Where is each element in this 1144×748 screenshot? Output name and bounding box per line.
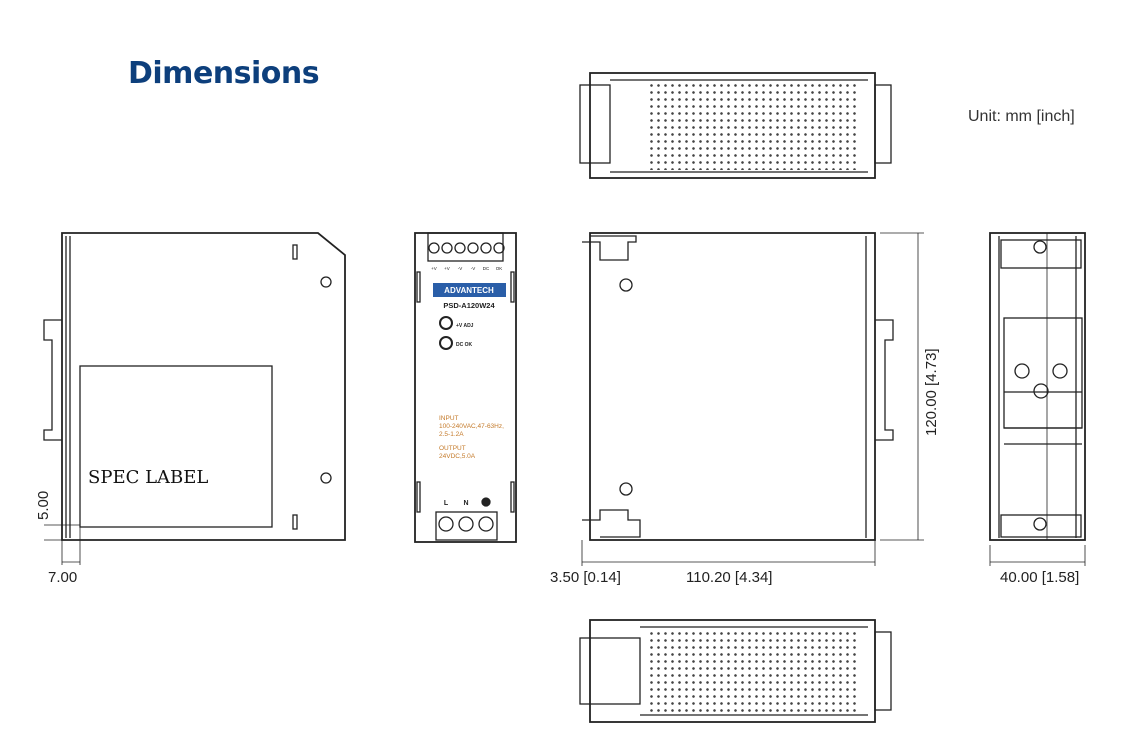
adjust-knob-icon — [439, 316, 453, 330]
top-view — [579, 72, 892, 179]
model-text: PSD-A120W24 — [443, 301, 495, 310]
input-line1: 100-240VAC,47-63Hz, — [439, 423, 504, 430]
terminal-l-label: L — [444, 500, 449, 507]
spec-label-box — [79, 365, 273, 528]
terminal-label: +V — [431, 266, 437, 271]
terminal-label: -V — [458, 266, 463, 271]
brand-text: ADVANTECH — [444, 286, 494, 295]
terminal-screw-icon — [454, 242, 466, 254]
dc-ok-led-icon — [439, 336, 453, 350]
terminal-label: +V — [444, 266, 450, 271]
terminal-n-label: N — [463, 500, 468, 507]
brand-logo — [433, 283, 506, 297]
ground-icon — [481, 497, 491, 507]
side-view: 120.00 [4.73] 3.50 [0.14] 110.20 [4.34] — [550, 232, 940, 586]
adj-label: +V ADJ — [456, 323, 474, 329]
terminal-screw-icon — [428, 242, 440, 254]
input-title: INPUT — [439, 415, 459, 422]
terminal-screw-icon — [493, 242, 505, 254]
bottom-view — [579, 619, 892, 723]
dim-width: 40.00 [1.58] — [1000, 569, 1079, 586]
input-line2: 2.5-1.2A — [439, 431, 464, 438]
dim-7: 7.00 — [48, 569, 77, 586]
output-title: OUTPUT — [439, 445, 466, 452]
bottom-vent-grille — [648, 630, 858, 712]
terminal-screw-icon — [441, 242, 453, 254]
output-line1: 24VDC,5.0A — [439, 453, 476, 460]
terminal-label: -V — [471, 266, 476, 271]
dim-depth: 110.20 [4.34] — [686, 569, 772, 586]
dim-height: 120.00 [4.73] — [923, 348, 940, 436]
unit-label: Unit: mm [inch] — [968, 108, 1075, 125]
rear-view: 40.00 [1.58] — [989, 232, 1086, 586]
dcok-label: DC OK — [456, 342, 473, 348]
top-vent-grille — [648, 82, 858, 170]
terminal-label: DC — [483, 266, 490, 271]
terminal-screw-icon — [480, 242, 492, 254]
page-title: Dimensions — [128, 56, 320, 91]
terminal-label: OK — [496, 266, 503, 271]
dim-offset: 3.50 [0.14] — [550, 569, 621, 586]
left-view: SPEC LABEL 5.00 7.00 — [35, 232, 346, 586]
terminal-screw-icon — [467, 242, 479, 254]
front-view: +V +V -V -V DC OK ADVANTECH PSD-A120W24 +V AD… — [414, 232, 517, 543]
dim-5: 5.00 — [35, 491, 52, 520]
spec-label-text: SPEC LABEL — [88, 467, 208, 488]
